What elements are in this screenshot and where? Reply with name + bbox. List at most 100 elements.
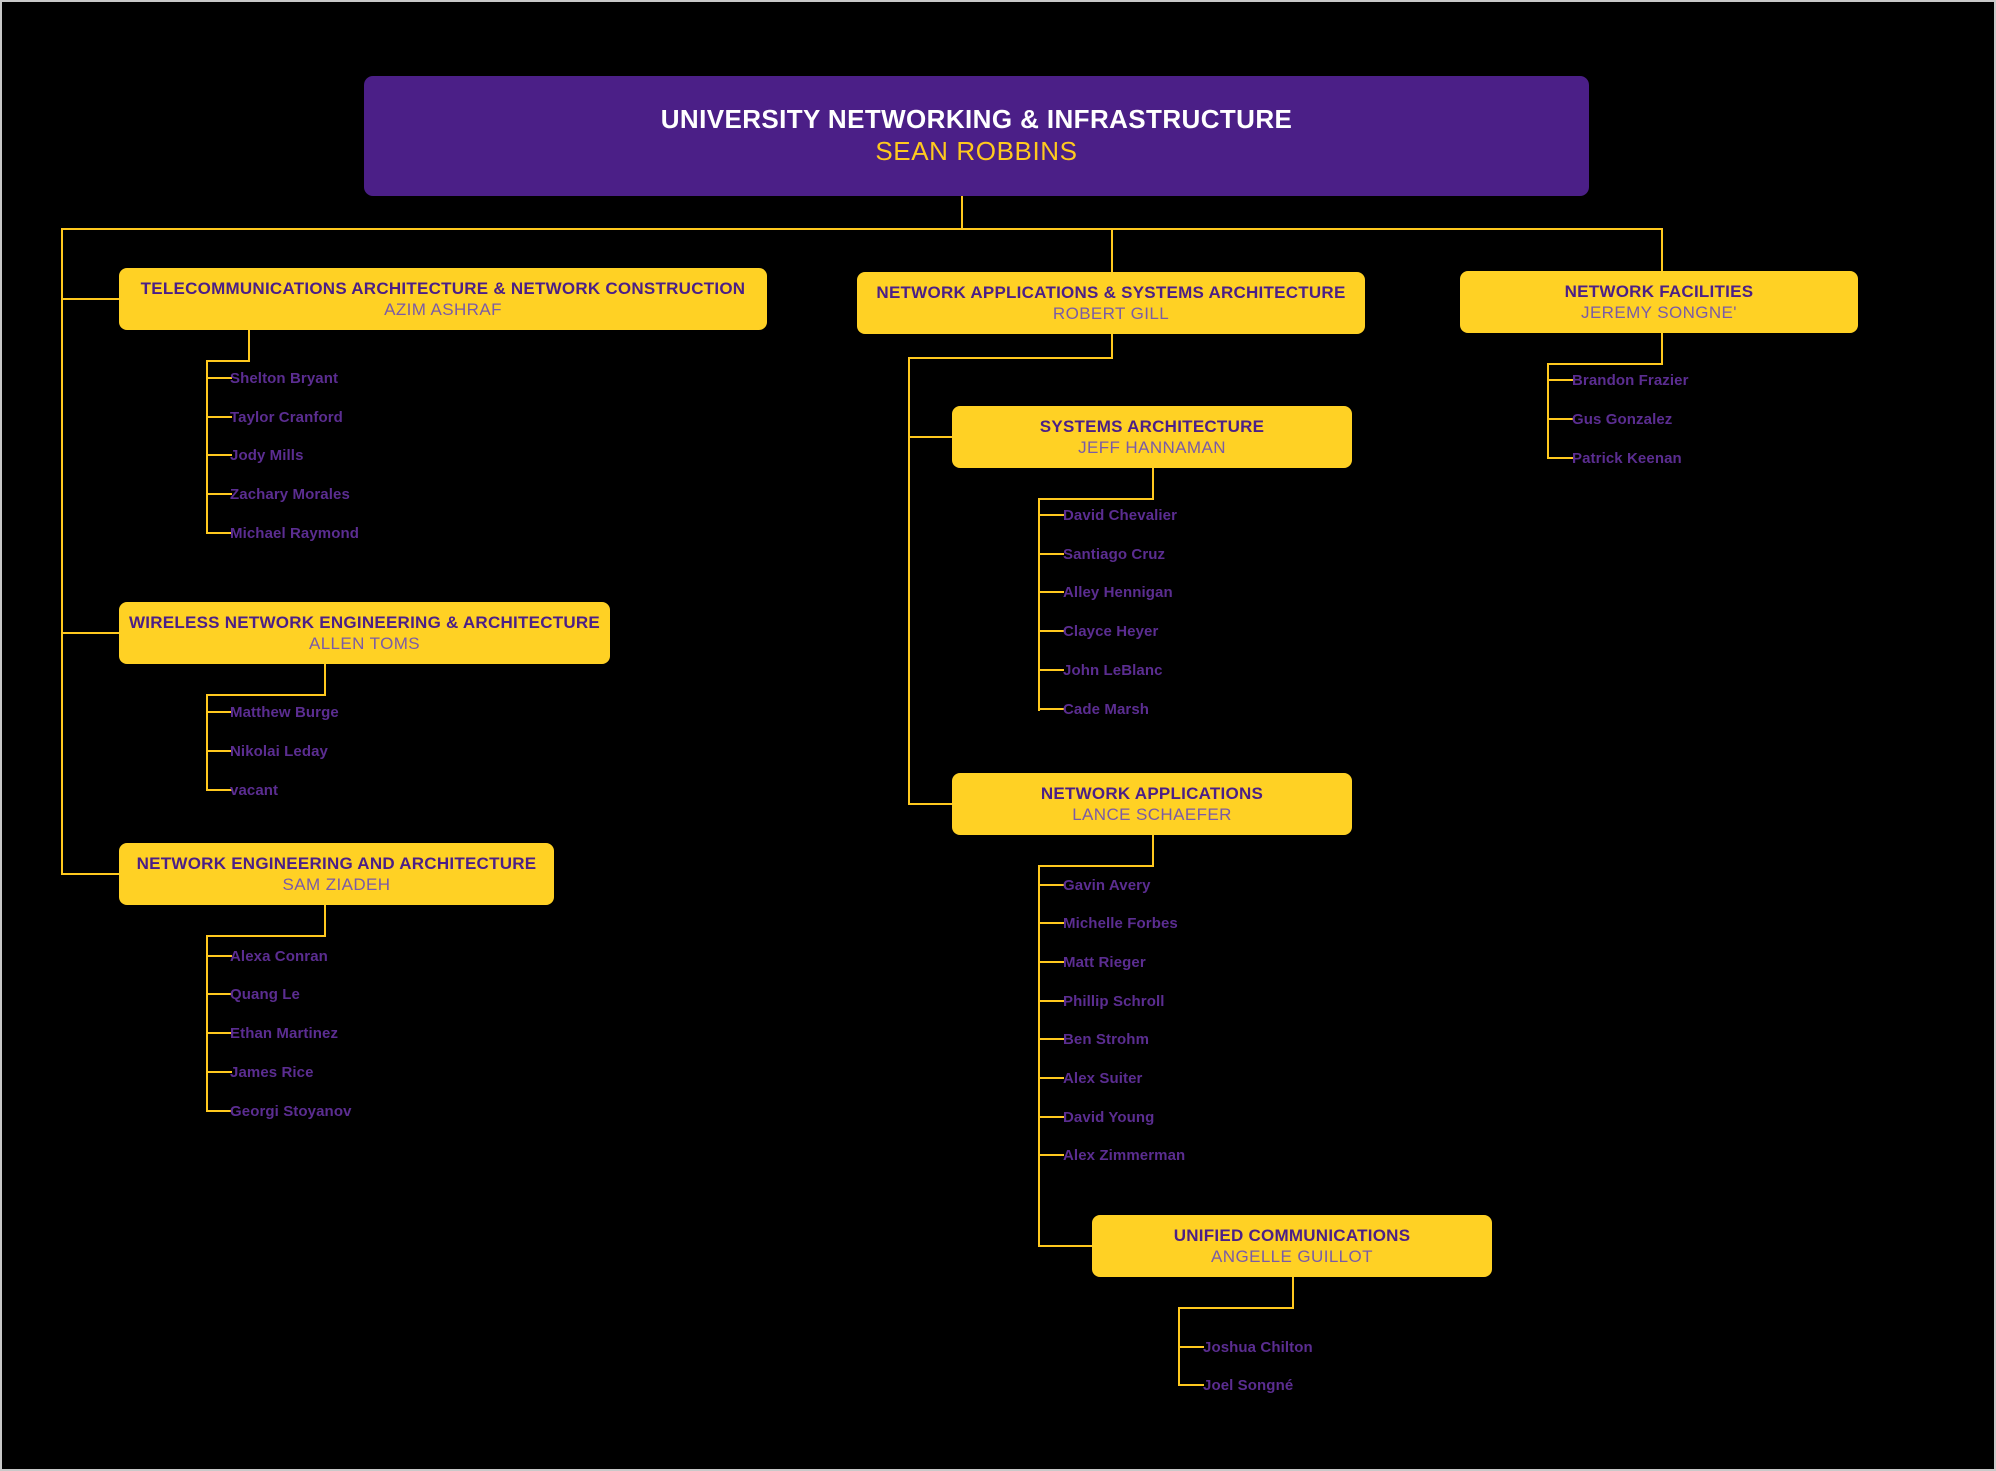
connector-sysarch-leafbar: [1038, 498, 1154, 500]
connector-wireless-leafbar: [206, 694, 326, 696]
connector-sysarch-leaf-3: [1038, 630, 1064, 632]
leaf-netfacilities-2: Patrick Keenan: [1572, 450, 1682, 467]
connector-netappsys-stem: [1111, 334, 1113, 358]
leaf-netengarch-3: James Rice: [230, 1064, 314, 1081]
root-name: SEAN ROBBINS: [875, 136, 1078, 166]
connector-unifiedcomm-leaf-0: [1178, 1346, 1204, 1348]
connector-netengarch-leaf-2: [206, 1032, 232, 1034]
connector-netfacilities-leafbar: [1547, 363, 1663, 365]
leaf-netapps-0: Gavin Avery: [1063, 877, 1151, 894]
connector-netengarch-leafbar: [206, 935, 326, 937]
connector-sysarch-leaf-1: [1038, 553, 1064, 555]
node-sysarch-title: SYSTEMS ARCHITECTURE: [1039, 416, 1265, 436]
connector-telecom-leaf-4: [206, 532, 232, 534]
leaf-netapps-1: Michelle Forbes: [1063, 915, 1178, 932]
leaf-telecom-2: Jody Mills: [230, 447, 304, 464]
leaf-telecom-4: Michael Raymond: [230, 525, 360, 542]
leaf-telecom-1: Taylor Cranford: [230, 409, 343, 426]
leaf-telecom-0: Shelton Bryant: [230, 370, 339, 387]
leaf-telecom-3: Zachary Morales: [230, 486, 350, 503]
node-telecom[interactable]: TELECOMMUNICATIONS ARCHITECTURE & NETWOR…: [119, 268, 767, 330]
root-title: UNIVERSITY NETWORKING & INFRASTRUCTURE: [660, 104, 1293, 135]
connector-sysarch-leaftrunk: [1038, 498, 1040, 711]
connector-stub-netapps: [908, 803, 954, 805]
node-netapps[interactable]: NETWORK APPLICATIONS LANCE SCHAEFER: [952, 773, 1352, 835]
connector-telecom-leafbar: [206, 360, 250, 362]
leaf-wireless-1: Nikolai Leday: [230, 743, 329, 760]
node-sysarch[interactable]: SYSTEMS ARCHITECTURE JEFF HANNAMAN: [952, 406, 1352, 468]
leaf-unifiedcomm-1: Joel Songné: [1203, 1377, 1294, 1394]
node-root[interactable]: UNIVERSITY NETWORKING & INFRASTRUCTURE S…: [364, 76, 1589, 196]
connector-netapps-leaf-6: [1038, 1116, 1064, 1118]
connector-sysarch-leafstem: [1152, 468, 1154, 499]
node-wireless[interactable]: WIRELESS NETWORK ENGINEERING & ARCHITECT…: [119, 602, 610, 664]
node-telecom-title: TELECOMMUNICATIONS ARCHITECTURE & NETWOR…: [140, 278, 746, 298]
connector-netfacilities-leaftrunk: [1547, 363, 1549, 459]
connector-stub-wireless: [61, 632, 121, 634]
connector-unifiedcomm-leafstem: [1292, 1277, 1294, 1308]
node-netapps-name: LANCE SCHAEFER: [1072, 805, 1232, 824]
leaf-netapps-7: Alex Zimmerman: [1063, 1147, 1186, 1164]
node-netengarch-title: NETWORK ENGINEERING AND ARCHITECTURE: [136, 853, 537, 873]
leaf-unifiedcomm-0: Joshua Chilton: [1203, 1339, 1313, 1356]
leaf-sysarch-4: John LeBlanc: [1063, 662, 1163, 679]
connector-stub-netengarch: [61, 873, 121, 875]
node-wireless-title: WIRELESS NETWORK ENGINEERING & ARCHITECT…: [128, 612, 601, 632]
connector-netappsys-bar: [908, 357, 1113, 359]
connector-wireless-leaf-1: [206, 750, 232, 752]
connector-telecom-leaftrunk: [206, 360, 208, 533]
leaf-netapps-3: Phillip Schroll: [1063, 993, 1165, 1010]
node-netapps-title: NETWORK APPLICATIONS: [1040, 783, 1264, 803]
node-unifiedcomm[interactable]: UNIFIED COMMUNICATIONS ANGELLE GUILLOT: [1092, 1215, 1492, 1277]
connector-netapps-leafbar: [1038, 865, 1154, 867]
connector-sysarch-leaf-0: [1038, 514, 1064, 516]
connector-telecom-leaf-0: [206, 377, 232, 379]
leaf-sysarch-5: Cade Marsh: [1063, 701, 1150, 718]
connector-netfacilities-leafstem: [1661, 333, 1663, 364]
node-netfacilities-name: JEREMY SONGNE': [1581, 303, 1737, 322]
node-netengarch[interactable]: NETWORK ENGINEERING AND ARCHITECTURE SAM…: [119, 843, 554, 905]
connector-unifiedcomm-leaf-1: [1178, 1384, 1204, 1386]
connector-netappsys-trunk: [908, 357, 910, 804]
leaf-netengarch-4: Georgi Stoyanov: [230, 1103, 352, 1120]
node-netappsys[interactable]: NETWORK APPLICATIONS & SYSTEMS ARCHITECT…: [857, 272, 1365, 334]
connector-netengarch-leaf-1: [206, 993, 232, 995]
leaf-netfacilities-1: Gus Gonzalez: [1572, 411, 1673, 428]
connector-netapps-leaftrunk: [1038, 865, 1040, 1246]
connector-wireless-leaftrunk: [206, 694, 208, 790]
leaf-sysarch-1: Santiago Cruz: [1063, 546, 1166, 563]
node-netfacilities-title: NETWORK FACILITIES: [1564, 281, 1754, 301]
connector-stub-unifiedcomm: [1038, 1245, 1094, 1247]
connector-stub-sysarch: [908, 436, 954, 438]
node-netfacilities[interactable]: NETWORK FACILITIES JEREMY SONGNE': [1460, 271, 1858, 333]
leaf-netengarch-0: Alexa Conran: [230, 948, 328, 965]
leaf-netfacilities-0: Brandon Frazier: [1572, 372, 1689, 389]
node-netappsys-title: NETWORK APPLICATIONS & SYSTEMS ARCHITECT…: [876, 282, 1346, 302]
connector-netengarch-leaf-4: [206, 1110, 232, 1112]
connector-netapps-leaf-3: [1038, 1000, 1064, 1002]
connector-telecom-leaf-1: [206, 416, 232, 418]
node-netappsys-name: ROBERT GILL: [1052, 304, 1170, 323]
connector-left-trunk: [61, 228, 63, 875]
connector-netfacilities-leaf-1: [1547, 418, 1573, 420]
node-wireless-name: ALLEN TOMS: [308, 634, 421, 653]
leaf-netapps-6: David Young: [1063, 1109, 1155, 1126]
connector-netapps-leaf-0: [1038, 884, 1064, 886]
connector-wireless-leafstem: [324, 664, 326, 695]
node-netengarch-name: SAM ZIADEH: [282, 875, 391, 894]
leaf-netapps-4: Ben Strohm: [1063, 1031, 1150, 1048]
connector-netengarch-leaftrunk: [206, 935, 208, 1111]
connector-netengarch-leafstem: [324, 905, 326, 936]
connector-netapps-leaf-4: [1038, 1038, 1064, 1040]
connector-mid-drop: [1111, 228, 1113, 272]
connector-stub-telecom: [61, 298, 121, 300]
connector-telecom-leafstem: [248, 330, 250, 361]
connector-netfacilities-leaf-2: [1547, 457, 1573, 459]
node-telecom-name: AZIM ASHRAF: [384, 300, 502, 319]
connector-telecom-leaf-2: [206, 454, 232, 456]
leaf-netengarch-2: Ethan Martinez: [230, 1025, 339, 1042]
connector-unifiedcomm-leafbar: [1178, 1307, 1294, 1309]
node-unifiedcomm-name: ANGELLE GUILLOT: [1211, 1247, 1373, 1266]
leaf-wireless-0: Matthew Burge: [230, 704, 339, 721]
connector-netapps-leaf-2: [1038, 961, 1064, 963]
